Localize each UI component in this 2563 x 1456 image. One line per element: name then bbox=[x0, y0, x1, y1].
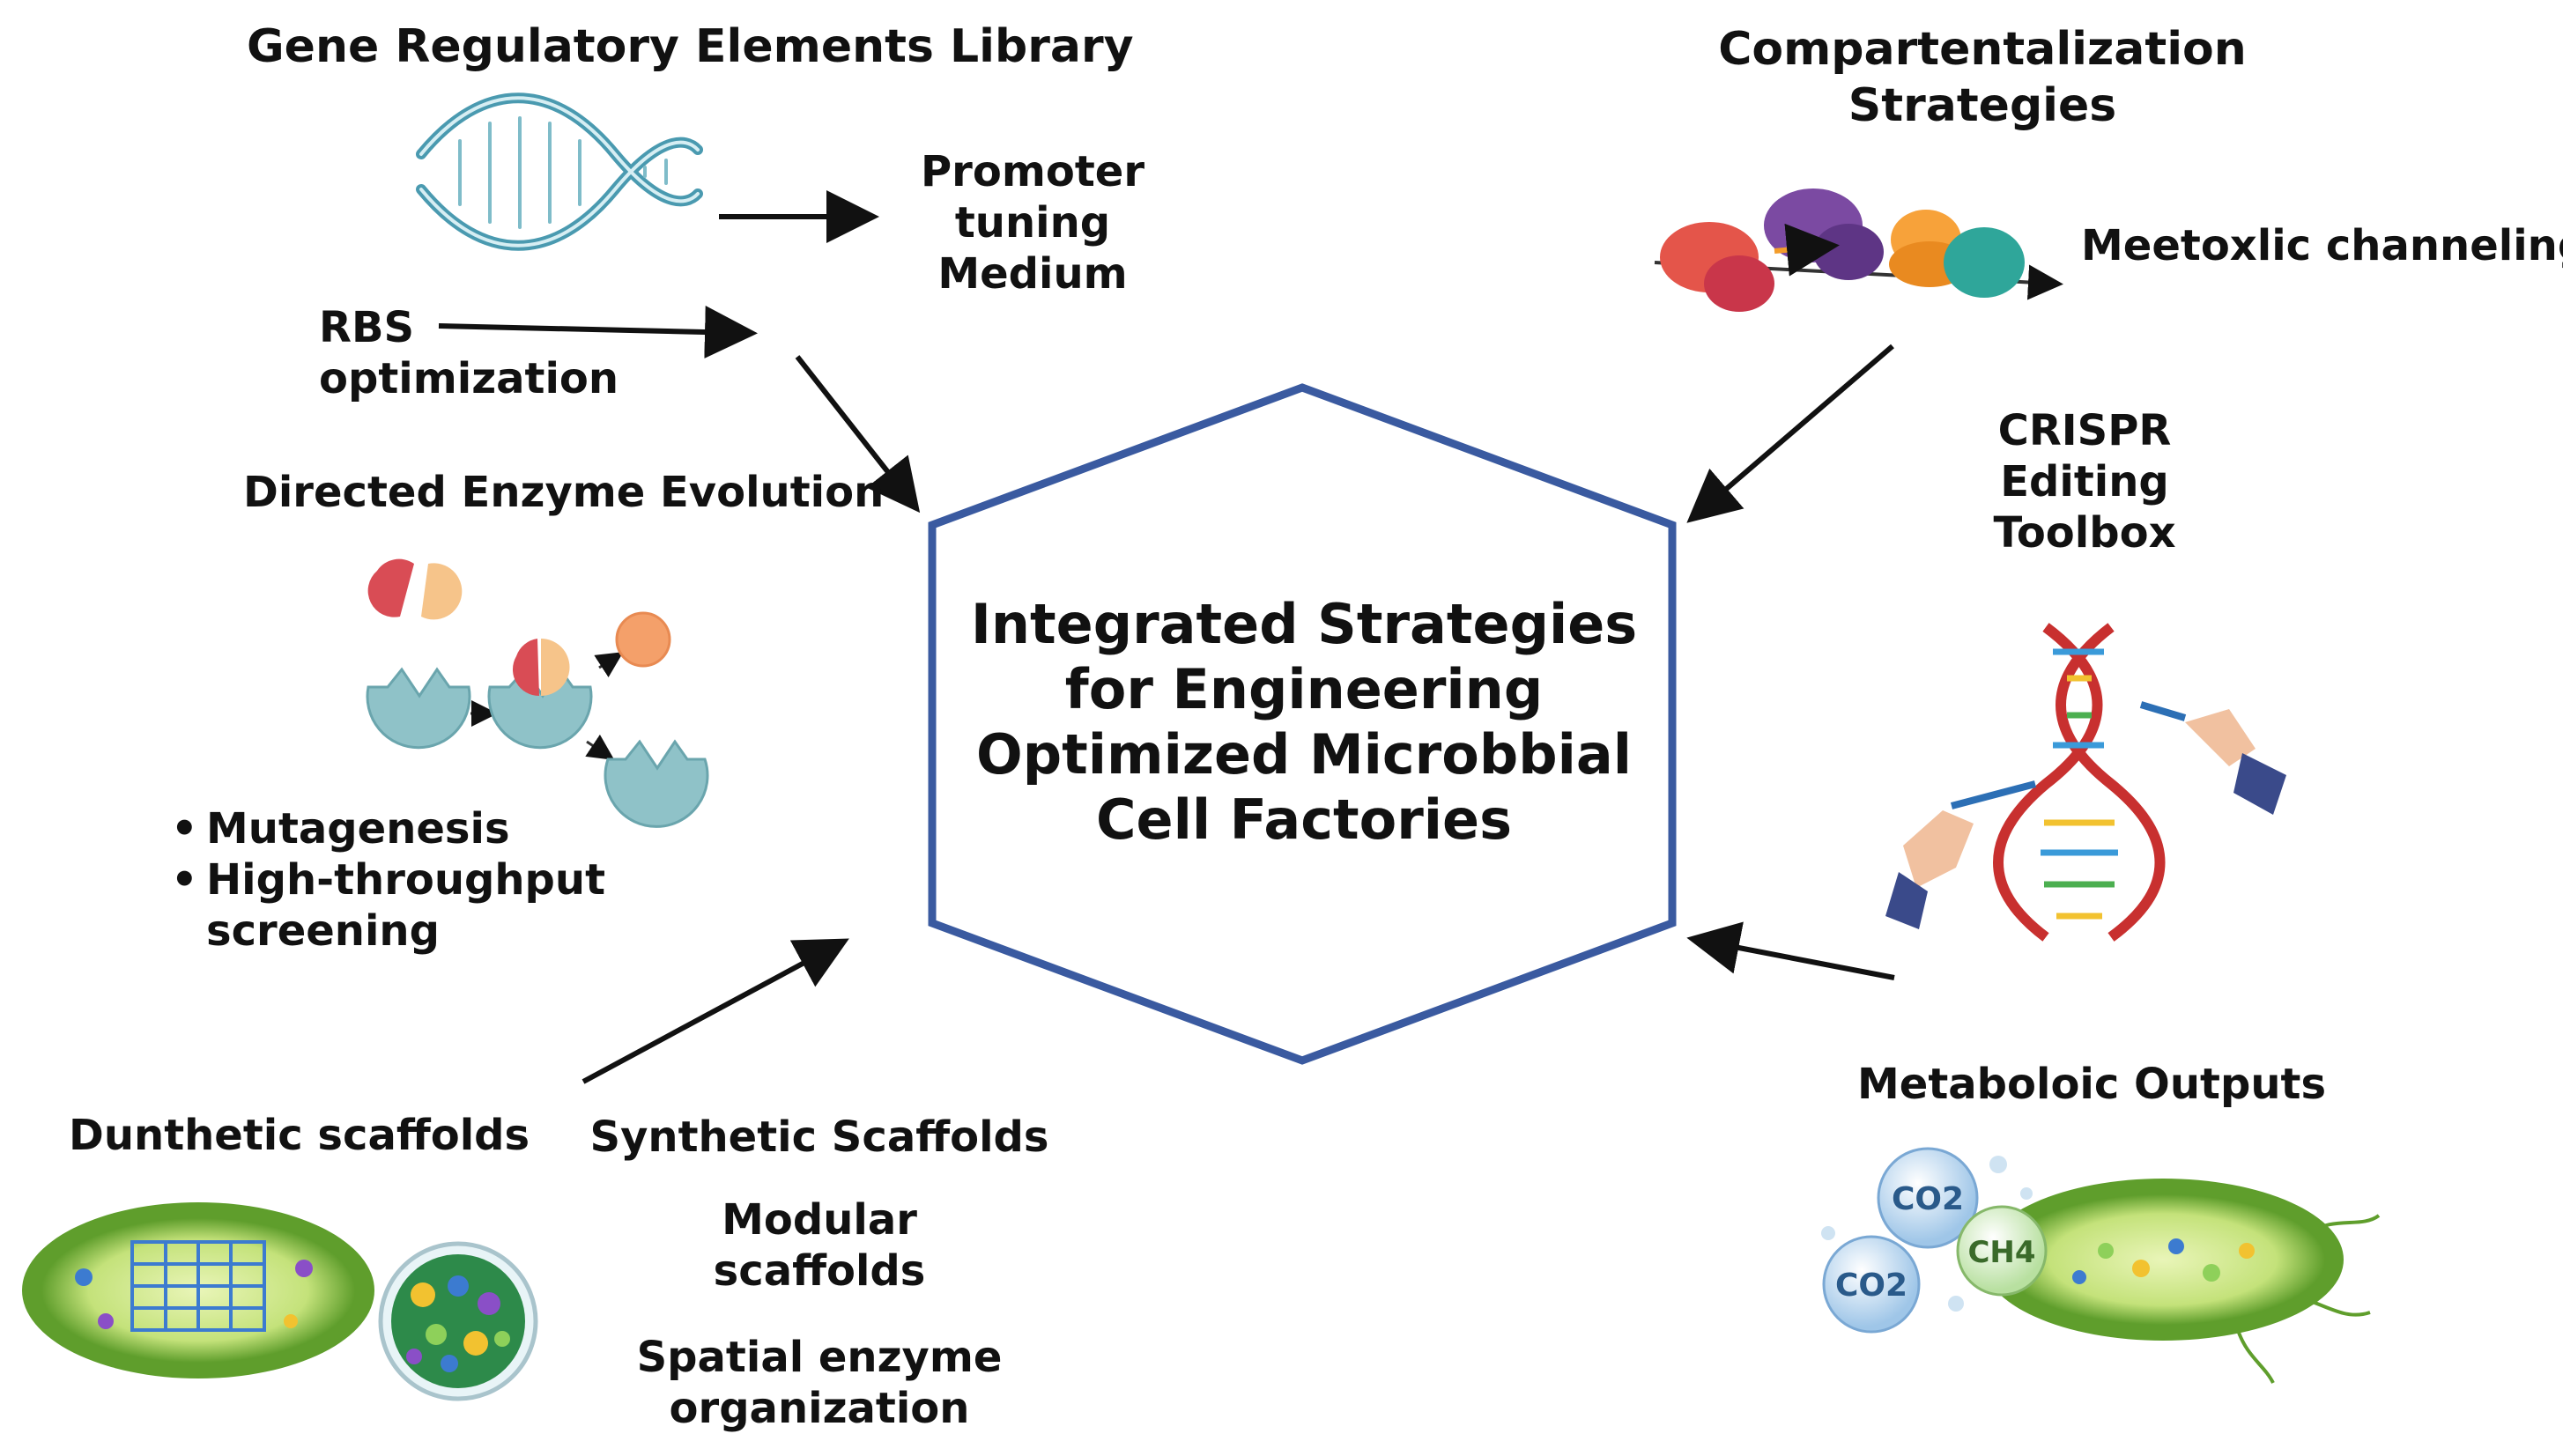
central-hexagon bbox=[928, 383, 1677, 1065]
crispr-label: CRISPR Editing Toolbox bbox=[1970, 405, 2199, 558]
channeling-label: Meetoxlic channeling bbox=[2081, 221, 2563, 270]
bullet-item: High-throughput bbox=[171, 854, 605, 905]
bullet-continuation: screening bbox=[206, 906, 440, 956]
dna-helix-icon bbox=[416, 92, 703, 251]
modular-scaffolds-label: Modular scaffolds bbox=[652, 1194, 987, 1297]
rbs-label: RBS optimization bbox=[319, 302, 619, 404]
arrow-rbs bbox=[438, 306, 758, 359]
crispr-line: CRISPR bbox=[1997, 406, 2172, 455]
ch4-label: CH4 bbox=[1967, 1235, 2035, 1270]
co2-label-bottom: CO2 bbox=[1835, 1268, 1907, 1304]
promoter-tuning-label: Promoter tuning Medium bbox=[892, 146, 1174, 299]
compartment-title-line: Compartentalization bbox=[1718, 23, 2247, 76]
promoter-line: Medium bbox=[937, 249, 1128, 299]
co2-label-top: CO2 bbox=[1892, 1181, 1964, 1217]
center-title-line: Cell Factories bbox=[1096, 787, 1512, 852]
center-title-line: Integrated Strategies bbox=[970, 592, 1638, 656]
promoter-line: tuning bbox=[954, 198, 1111, 248]
modular-line: scaffolds bbox=[713, 1246, 926, 1296]
arrow-compartment-to-hexagon bbox=[1686, 344, 1894, 523]
enzyme-cluster-icon bbox=[1654, 188, 2063, 312]
metabolic-outputs-title: Metaboloic Outputs bbox=[1857, 1060, 2327, 1109]
gene-library-title: Gene Regulatory Elements Library bbox=[247, 20, 1134, 73]
bacterium-outputs-icon: CO2 CH4 CO2 bbox=[1821, 1147, 2381, 1384]
crispr-line: Editing bbox=[2000, 457, 2169, 506]
bubble-ch4 bbox=[1956, 1205, 2048, 1297]
arrow-library-to-hexagon bbox=[795, 355, 921, 514]
bubble-co2-bottom bbox=[1822, 1235, 1921, 1334]
arrow-scaffold-to-hexagon bbox=[581, 938, 849, 1084]
scaffold-cell-icon bbox=[22, 1202, 538, 1401]
center-title: Integrated Strategies for Engineering Op… bbox=[960, 592, 1648, 853]
bullet-item: Mutagenesis bbox=[171, 803, 605, 854]
evolution-bullets: Mutagenesis High-throughput screening bbox=[171, 803, 605, 957]
synthetic-scaffolds-title: Synthetic Scaffolds bbox=[589, 1112, 1049, 1162]
arrow-outputs-to-hexagon bbox=[1686, 921, 1895, 980]
promoter-line: Promoter bbox=[921, 147, 1144, 196]
rbs-line: RBS bbox=[319, 303, 415, 352]
spatial-line: Spatial enzyme bbox=[636, 1333, 1003, 1382]
compartmentalization-title: Compartentalization Strategies bbox=[1692, 21, 2273, 134]
bubble-co2-top bbox=[1877, 1147, 1979, 1249]
spatial-line: organization bbox=[669, 1384, 970, 1433]
crispr-dna-icon bbox=[1885, 623, 2286, 942]
modular-line: Modular bbox=[722, 1195, 917, 1245]
center-title-line: for Engineering bbox=[1064, 657, 1544, 721]
directed-evolution-title: Directed Enzyme Evolution bbox=[243, 468, 885, 517]
enzyme-evolution-icon bbox=[366, 558, 709, 828]
center-title-line: Optimized Microbbial bbox=[976, 722, 1632, 787]
dunthetic-scaffolds-label: Dunthetic scaffolds bbox=[69, 1111, 530, 1160]
crispr-line: Toolbox bbox=[1993, 508, 2176, 558]
spatial-organization-label: Spatial enzyme organization bbox=[617, 1332, 1022, 1434]
rbs-line: optimization bbox=[319, 354, 619, 403]
compartment-title-line: Strategies bbox=[1848, 79, 2117, 132]
arrows bbox=[438, 190, 1895, 1084]
